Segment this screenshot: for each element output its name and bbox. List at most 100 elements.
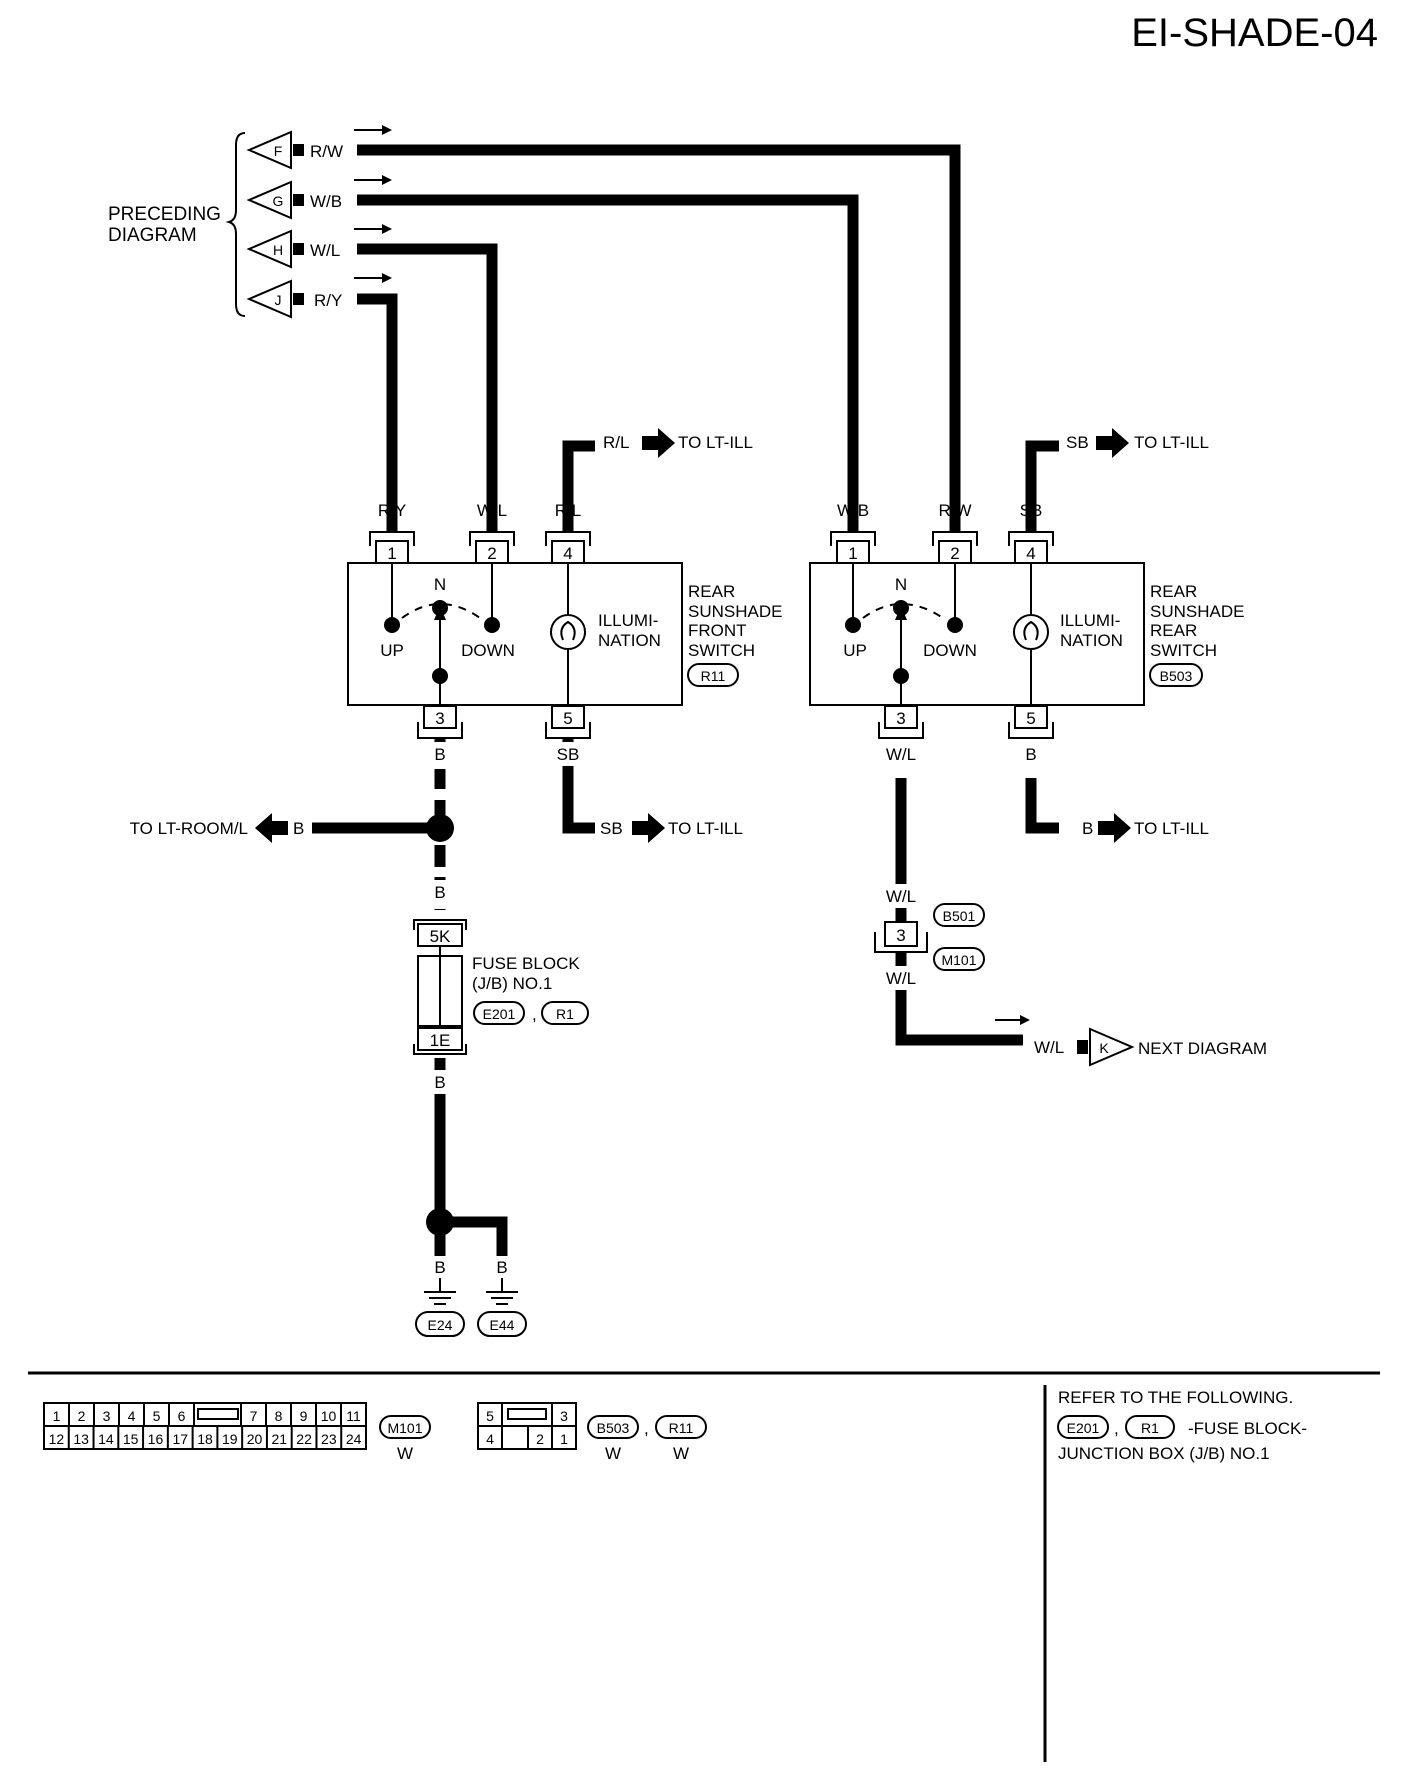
preceding-label-line1: PRECEDING — [108, 204, 221, 225]
pin-number: 4 — [1026, 544, 1035, 563]
ground-wire: B — [496, 1258, 507, 1277]
terminal-number: 1 — [53, 1408, 61, 1424]
rear-sunshade-front-switch[interactable]: R/Y W/L R/L R/L TO LT-ILL 1 2 4 N UP DOW… — [347, 428, 782, 843]
switch-name-line: REAR — [688, 582, 735, 601]
next-diagram-connector[interactable]: W/L K NEXT DIAGRAM — [995, 1015, 1267, 1067]
joint-pin: 3 — [896, 926, 905, 945]
pin-socket — [884, 921, 918, 947]
pin-socket — [884, 705, 918, 729]
contact-up — [384, 617, 400, 633]
connector-badge-text: E201 — [483, 1006, 516, 1022]
position-n-label: N — [434, 575, 446, 594]
connector-badge — [655, 1415, 707, 1439]
position-up-label: UP — [380, 641, 404, 660]
pin-socket-bracket — [878, 722, 924, 739]
terminal-number: 24 — [346, 1431, 362, 1447]
connector-badge — [587, 1415, 639, 1439]
pin-socket — [551, 705, 585, 729]
terminal-number: 12 — [49, 1431, 65, 1447]
connector-badge-text: B503 — [1160, 668, 1193, 684]
connector-badge — [541, 1001, 589, 1025]
terminal-number: 18 — [197, 1431, 213, 1447]
connector-color: W — [673, 1444, 689, 1463]
pin-wire-label: R/Y — [378, 501, 406, 520]
refer-text-line2: JUNCTION BOX (J/B) NO.1 — [1058, 1444, 1270, 1463]
terminal-number: 23 — [321, 1431, 337, 1447]
label-gap — [430, 742, 450, 766]
contact-up — [845, 617, 861, 633]
connector-badge — [1125, 1415, 1175, 1439]
connector-latch — [507, 1408, 547, 1420]
wire-w-b — [357, 194, 859, 532]
splice-dot — [426, 1208, 454, 1236]
joint-connector[interactable]: W/L 3 B501 M101 W/L — [874, 884, 985, 988]
pin-wire-label: SB — [557, 745, 580, 764]
signal-arrow-head — [382, 224, 392, 234]
connector-badge — [687, 663, 739, 687]
connector-badge — [933, 903, 985, 927]
preceding-connector-j[interactable]: J R/Y — [246, 273, 392, 319]
bulb-icon — [1013, 614, 1049, 650]
dest-wire-label: SB — [1066, 433, 1089, 452]
wire-r-y — [357, 293, 398, 532]
switch-name-line: SUNSHADE — [688, 602, 782, 621]
fuse-pin-top-label: 5K — [430, 927, 451, 946]
wire-r-l — [562, 440, 595, 532]
terminal-number: 19 — [222, 1431, 238, 1447]
arrow-right-icon — [1096, 428, 1129, 458]
switch-lever-head — [434, 606, 446, 620]
terminal-number: 5 — [153, 1408, 161, 1424]
preceding-wire-label: W/B — [310, 192, 342, 211]
arrow-left-icon — [255, 813, 288, 843]
room-lamp-wire: B — [293, 819, 304, 838]
connector-badge — [415, 1311, 465, 1337]
dest-wire-label: SB — [600, 819, 623, 838]
rear-sunshade-rear-switch[interactable]: W/B R/W SB SB TO LT-ILL 1 2 4 N UP DOWN … — [809, 428, 1244, 843]
connector-badge-text: R1 — [1141, 1420, 1159, 1436]
connector-badge — [933, 947, 985, 971]
next-letter: K — [1099, 1040, 1109, 1056]
fuse-block[interactable]: B 5K 1E FUSE BLOCK (J/B) NO.1 E201 , R1 … — [413, 880, 589, 1094]
pin-socket — [1014, 705, 1048, 729]
room-lamp-branch[interactable]: TO LT-ROOM/L B — [130, 813, 454, 843]
terminal-number: 14 — [98, 1431, 114, 1447]
contact-down — [947, 617, 963, 633]
terminal-number: 1 — [560, 1431, 568, 1447]
pin-wire-label: W/L — [477, 501, 507, 520]
wire-w-l — [357, 243, 498, 532]
terminal-number: 4 — [486, 1431, 494, 1447]
connector-badge-text: B501 — [943, 908, 976, 924]
terminal-number: 7 — [250, 1408, 258, 1424]
pin-socket-bracket — [413, 1044, 467, 1055]
ground-name: E44 — [490, 1317, 515, 1333]
preceding-wire-label: R/W — [310, 142, 343, 161]
switch-name-line: SWITCH — [1150, 641, 1217, 660]
pin-number: 5 — [1026, 709, 1035, 728]
connector-terminal — [293, 293, 304, 305]
next-wire: W/L — [1034, 1038, 1064, 1057]
connector-terminal — [293, 194, 304, 206]
terminal-number: 10 — [321, 1408, 337, 1424]
pin-socket-bracket — [369, 531, 415, 546]
fuse-wire-in: B — [434, 883, 445, 902]
switch-name-line: SWITCH — [688, 641, 755, 660]
ground-name: E24 — [428, 1317, 453, 1333]
preceding-connector-f[interactable]: F R/W — [246, 125, 392, 170]
joint-wire-in: W/L — [886, 887, 916, 906]
pin-socket-bracket — [469, 531, 515, 546]
connector-view-b503-r11[interactable]: 5 3 4 2 1 B503 , R11 W W — [477, 1402, 707, 1463]
preceding-connector-h[interactable]: H W/L — [246, 224, 392, 269]
terminal-number: 11 — [346, 1408, 361, 1424]
connector-color: W — [397, 1444, 413, 1463]
switch-lever-head — [895, 606, 907, 620]
ground-points: B B E24 E44 — [415, 1208, 527, 1337]
connector-terminal — [293, 144, 304, 156]
connector-badge — [1057, 1415, 1109, 1439]
preceding-connector-g[interactable]: G W/B — [246, 175, 392, 220]
arrow-right-icon — [632, 813, 665, 843]
connector-flag-icon — [246, 130, 292, 170]
connector-badge-text: M101 — [387, 1420, 422, 1436]
